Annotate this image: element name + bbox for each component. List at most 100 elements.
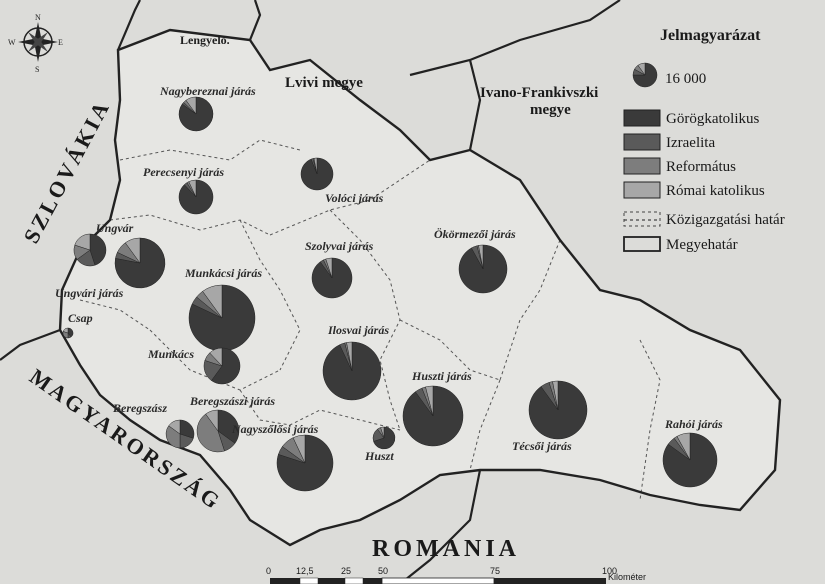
district-pie-1 bbox=[178, 179, 214, 215]
scale-tick-4: 75 bbox=[490, 566, 500, 576]
district-pie-12 bbox=[402, 385, 464, 447]
district-pie-0 bbox=[178, 96, 214, 132]
district-pie-17 bbox=[276, 434, 334, 492]
district-label-6: Munkácsi járás bbox=[184, 266, 262, 280]
district-label-12: Huszti járás bbox=[411, 369, 472, 383]
district-pie-7-slice-3 bbox=[209, 347, 223, 367]
district-pie-8-slice-3 bbox=[313, 157, 318, 175]
district-pie-18 bbox=[372, 426, 396, 450]
district-pie-7 bbox=[203, 347, 241, 385]
district-pie-8 bbox=[300, 157, 334, 191]
label-romania: ROMANIA bbox=[372, 536, 520, 562]
district-pie-16-slice-2 bbox=[196, 413, 225, 453]
legend-swatch-0 bbox=[623, 109, 661, 127]
district-pie-6 bbox=[188, 284, 256, 352]
district-pie-18-slice-3 bbox=[380, 426, 385, 439]
district-pie-1-slice-3 bbox=[188, 179, 197, 198]
district-pie-3-slice-0 bbox=[114, 237, 166, 289]
legend-swatch-1 bbox=[623, 133, 661, 151]
legend-admin-label: Közigazgatási határ bbox=[666, 212, 785, 228]
scale-tick-0: 0 bbox=[266, 566, 271, 576]
district-pie-0-slice-3 bbox=[185, 96, 197, 115]
legend-admin-swatch-box bbox=[623, 211, 661, 227]
district-pie-3 bbox=[114, 237, 166, 289]
district-pie-17-slice-3 bbox=[292, 434, 306, 464]
legend-pie bbox=[632, 62, 658, 88]
district-pie-9-slice-3 bbox=[325, 257, 333, 279]
district-pie-14-slice-3 bbox=[676, 432, 691, 461]
scale-tick-3: 50 bbox=[378, 566, 388, 576]
district-pie-12-slice-3 bbox=[425, 385, 434, 417]
district-pie-15-slice-2 bbox=[165, 425, 181, 449]
district-pie-15-slice-3 bbox=[168, 419, 181, 435]
district-pie-5-slice-3 bbox=[62, 327, 69, 334]
legend-label-2: Református bbox=[666, 159, 736, 175]
district-pie-15 bbox=[165, 419, 195, 449]
county-area bbox=[60, 30, 780, 545]
district-pie-2-slice-0 bbox=[89, 233, 107, 266]
district-pie-13-slice-0 bbox=[528, 380, 588, 440]
district-label-16: Beregszászi járás bbox=[189, 394, 275, 408]
district-pie-5 bbox=[62, 327, 74, 339]
legend: Jelmagyarázat 16 000 GörögkatolikusIzrae… bbox=[623, 27, 785, 253]
district-label-13: Técsői járás bbox=[512, 439, 572, 453]
district-label-11: Ilosvai járás bbox=[327, 323, 389, 337]
legend-label-1: Izraelita bbox=[666, 135, 715, 151]
compass-e: E bbox=[58, 38, 63, 47]
district-pie-3-slice-3 bbox=[124, 237, 141, 264]
district-pies bbox=[62, 96, 718, 492]
district-label-4: Ungvári járás bbox=[55, 286, 124, 300]
legend-title: Jelmagyarázat bbox=[660, 27, 761, 44]
compass-w: W bbox=[8, 38, 16, 47]
district-pie-9 bbox=[311, 257, 353, 299]
district-label-14: Rahói járás bbox=[664, 417, 723, 431]
label-lviv: Lvivi megye bbox=[285, 75, 363, 91]
scale-unit: Kilométer bbox=[608, 572, 646, 582]
district-label-15: Beregszász bbox=[112, 401, 167, 415]
scale-tick-2: 25 bbox=[341, 566, 351, 576]
admin-borders bbox=[79, 139, 661, 501]
district-pie-16-slice-3 bbox=[205, 409, 219, 432]
legend-label-3: Római katolikus bbox=[666, 183, 765, 199]
district-pie-11-slice-3 bbox=[346, 341, 353, 372]
label-poland: Lengyelo. bbox=[180, 33, 230, 47]
district-label-7: Munkács bbox=[147, 347, 194, 361]
district-label-9: Szolyvai járás bbox=[305, 239, 374, 253]
district-label-1: Perecsenyi járás bbox=[143, 165, 224, 179]
scale-tick-5: 100 bbox=[602, 566, 617, 576]
compass-s: S bbox=[35, 65, 39, 74]
legend-county-swatch bbox=[623, 236, 661, 252]
compass-n: N bbox=[35, 13, 41, 22]
legend-size-pie bbox=[632, 62, 658, 88]
legend-pie-slice-0 bbox=[632, 62, 658, 88]
district-label-10: Ökörmezői járás bbox=[434, 227, 516, 241]
district-pie-11 bbox=[322, 341, 382, 401]
district-pie-6-slice-3 bbox=[202, 284, 223, 319]
district-pie-16-slice-0 bbox=[217, 409, 240, 444]
district-label-8: Volóci járás bbox=[325, 191, 384, 205]
district-pie-14 bbox=[662, 432, 718, 488]
state-borders bbox=[0, 0, 621, 584]
district-label-18: Huszt bbox=[364, 449, 394, 463]
district-pie-2 bbox=[73, 233, 107, 267]
legend-swatch-3 bbox=[623, 181, 661, 199]
district-pie-16 bbox=[196, 409, 240, 453]
district-pie-8-slice-0 bbox=[300, 157, 334, 191]
district-label-5: Csap bbox=[68, 311, 93, 325]
label-ivano-2: megye bbox=[530, 102, 571, 118]
district-pie-15-slice-0 bbox=[179, 419, 195, 439]
legend-pie-slice-3 bbox=[637, 62, 646, 76]
district-pie-7-slice-0 bbox=[211, 347, 241, 385]
legend-label-0: Görögkatolikus bbox=[666, 111, 759, 127]
district-label-0: Nagybereznai járás bbox=[159, 84, 256, 98]
district-label-17: Nagyszőlősi járás bbox=[231, 422, 319, 436]
legend-county-label: Megyehatár bbox=[666, 237, 738, 253]
label-ivano-1: Ivano-Frankivszki bbox=[480, 85, 598, 101]
legend-swatch-2 bbox=[623, 157, 661, 175]
district-pie-10-slice-3 bbox=[478, 244, 484, 270]
compass-rose: N S E W bbox=[8, 13, 63, 74]
district-pie-13 bbox=[528, 380, 588, 440]
district-pie-13-slice-3 bbox=[552, 380, 559, 411]
